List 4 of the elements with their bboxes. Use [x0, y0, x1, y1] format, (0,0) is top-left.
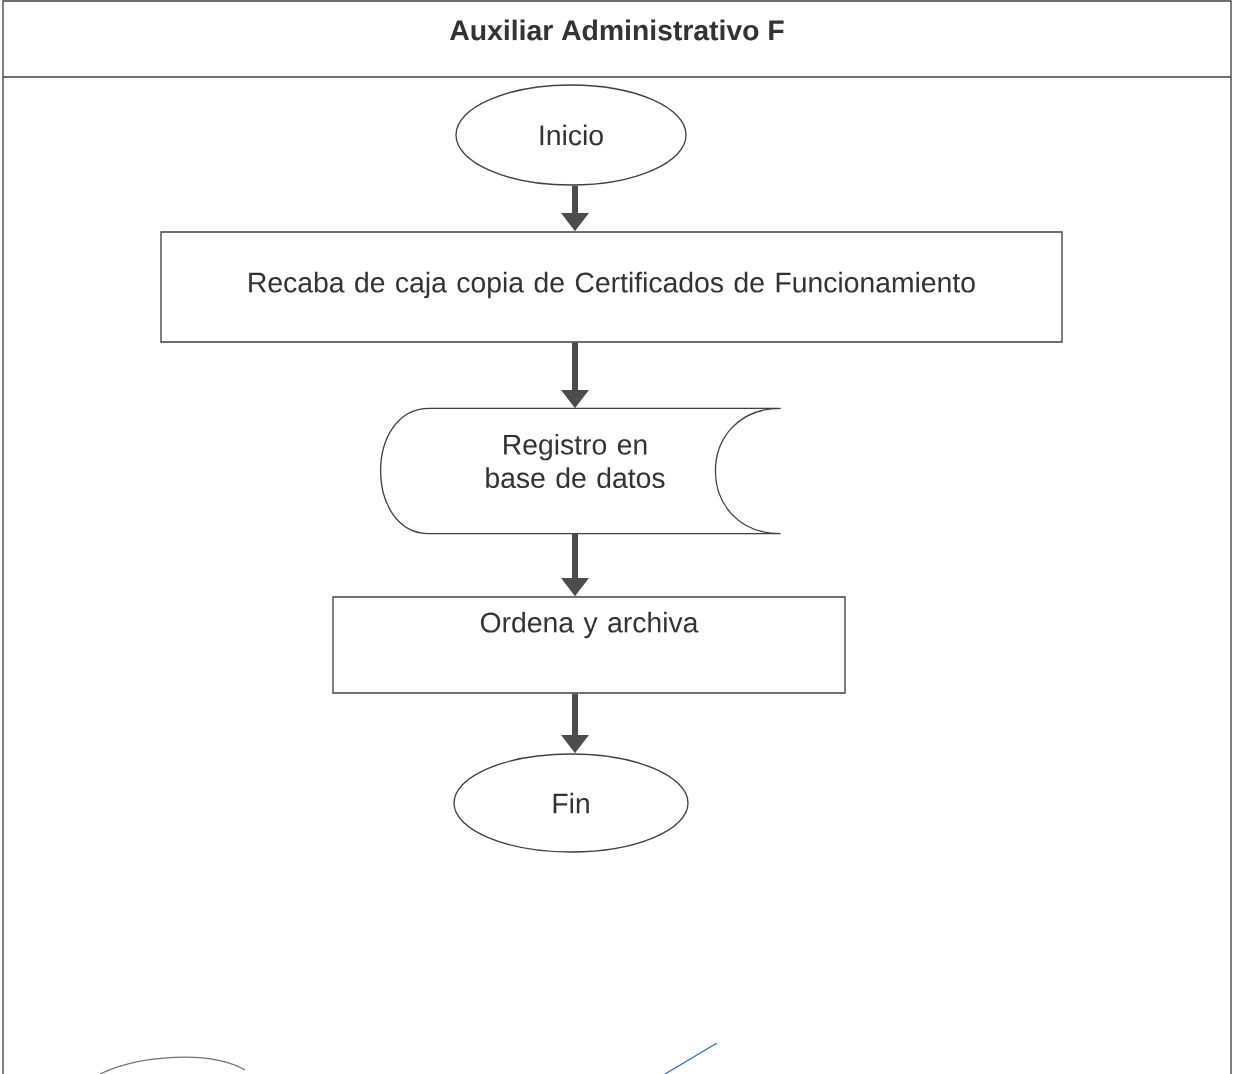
process-box: Recaba de caja copia de Certificados de Funcionamiento [160, 231, 1063, 343]
process-box: Ordena y archiva [332, 596, 846, 694]
stored-data-shape: Registro en base de datos [379, 407, 782, 535]
title: Auxiliar Administrativo F [450, 19, 784, 41]
